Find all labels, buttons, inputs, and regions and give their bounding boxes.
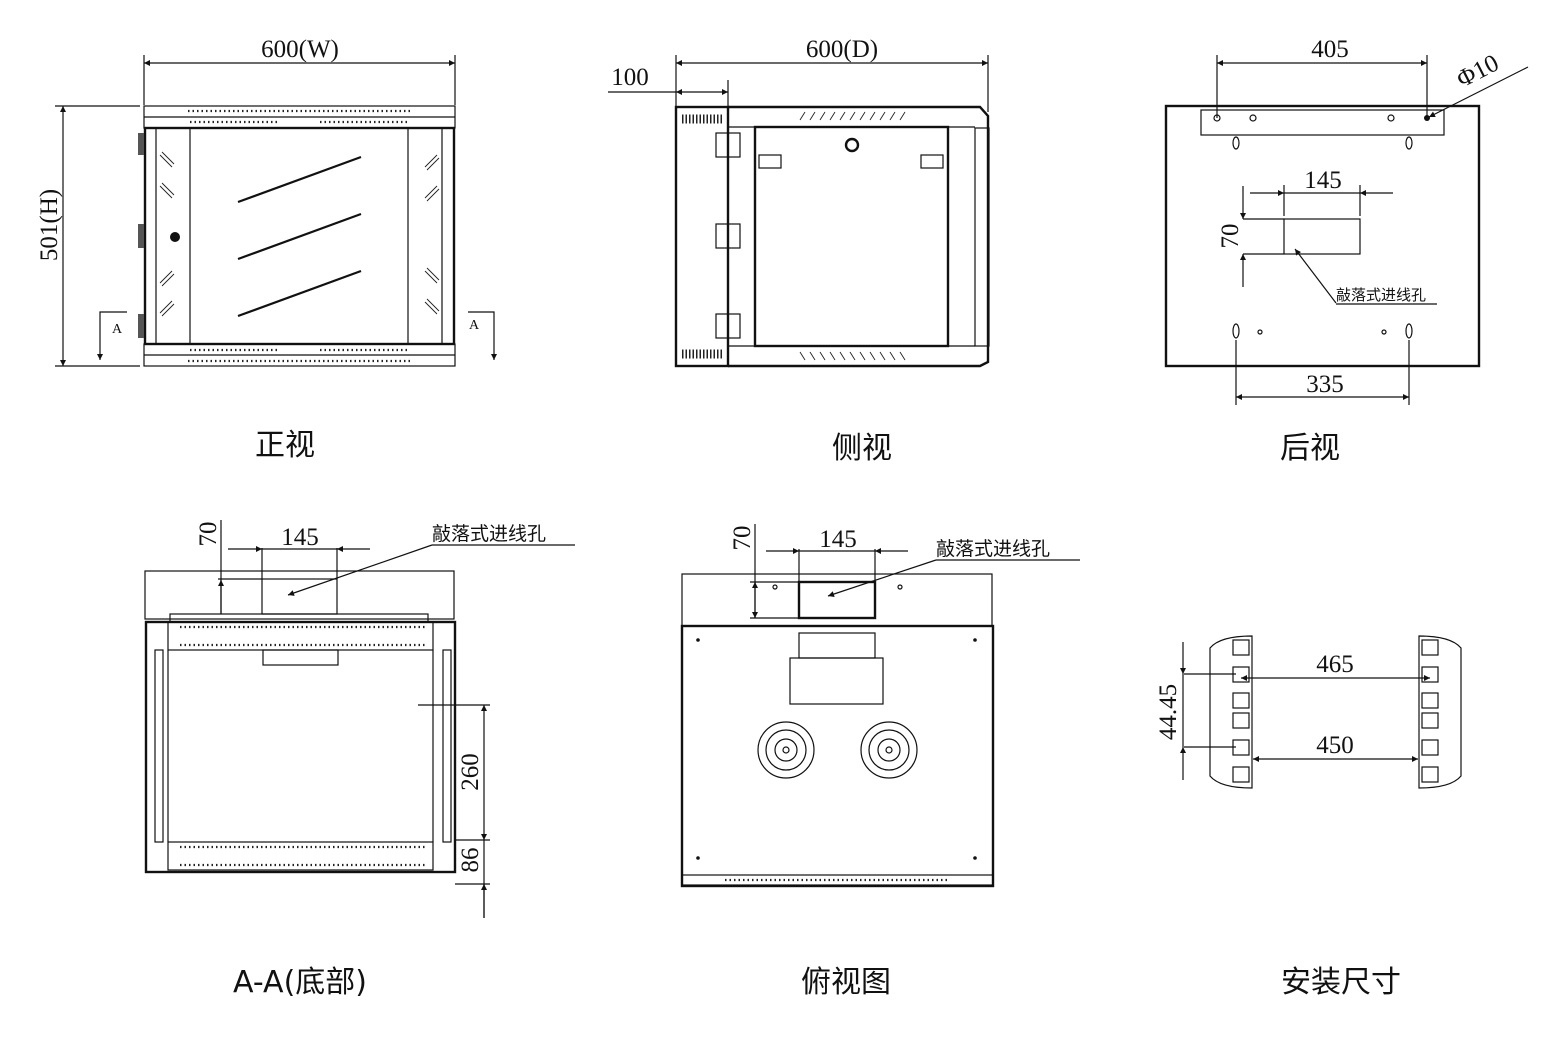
bottom-section-view: 145 70 敲落式进线孔 260 86 (144, 520, 575, 918)
hinge (715, 223, 741, 249)
wall-bracket (674, 105, 730, 368)
bottom-span-dim-label: 335 (1306, 371, 1344, 398)
top-view: 145 70 敲落式进线孔 (680, 524, 1080, 888)
top-cutout-note: 敲落式进线孔 (936, 538, 1050, 560)
bottom-frame (144, 620, 457, 874)
caption-side-view: 侧视 (832, 431, 892, 466)
edge-dim-label: 86 (457, 848, 484, 873)
section-marker-right: A (469, 318, 480, 333)
hinge (138, 133, 144, 155)
caption-mounting: 安装尺寸 (1281, 965, 1401, 1000)
top-panel (680, 624, 995, 888)
hole-diameter-label: Φ10 (1452, 50, 1503, 94)
rear-panel (1164, 104, 1481, 368)
hinge (138, 314, 144, 338)
caption-front-view: 正视 (255, 428, 315, 463)
caption-bottom-section: A-A(底部) (233, 965, 367, 1000)
side-lock-icon (844, 137, 860, 153)
rail-square-holes (1232, 639, 1439, 783)
rear-view: 405 Φ10 145 70 敲落式进线孔 335 (1164, 36, 1529, 405)
fan-grille-icon (757, 721, 815, 779)
hinge (138, 224, 144, 248)
rail-dim-label: 260 (457, 753, 484, 791)
mount-span-dim-label: 405 (1311, 36, 1349, 63)
top-cutout (797, 580, 877, 620)
hinge (715, 313, 741, 339)
section-marker-left: A (112, 322, 123, 337)
door-lock-icon (170, 232, 180, 242)
outer-span-label: 465 (1316, 651, 1354, 678)
rear-cutout-width-label: 145 (1304, 167, 1342, 194)
hinge (715, 132, 741, 158)
glass-reflection-lines (237, 155, 362, 318)
side-vent-slots (799, 111, 906, 361)
mounting-view: 44.45 465 450 (1155, 635, 1462, 789)
wall-mount-bracket (1200, 109, 1445, 136)
latch (758, 154, 782, 169)
bottom-cutout-height-label: 70 (195, 522, 222, 547)
top-cutout-height-label: 70 (729, 526, 756, 551)
cabinet-body (728, 105, 990, 368)
hole-pitch-label: 44.45 (1155, 684, 1182, 740)
cable-plate (789, 657, 884, 705)
inner-span-label: 450 (1316, 732, 1354, 759)
left-rail (1209, 635, 1253, 789)
front-view: 600(W) 501(H) (36, 36, 497, 367)
section-arrow-left (97, 311, 127, 360)
hole-leader-line (1428, 66, 1529, 118)
depth-dim-label: 600(D) (806, 36, 878, 63)
door-vent-slots (159, 151, 440, 317)
caption-rear-view: 后视 (1280, 431, 1340, 466)
fan-grille-icon (860, 721, 918, 779)
side-panel (753, 125, 950, 348)
cutout-knockout (1283, 218, 1361, 255)
rear-cutout-note: 敲落式进线孔 (1336, 286, 1426, 304)
latch (920, 154, 944, 169)
rear-cutout-height-label: 70 (1217, 224, 1244, 249)
height-dim-label: 501(H) (36, 189, 63, 261)
bottom-cutout-note: 敲落式进线孔 (432, 523, 546, 545)
top-cutout-width-label: 145 (819, 526, 857, 553)
bottom-cutout-width-label: 145 (281, 524, 319, 551)
side-view: 600(D) 100 (608, 36, 990, 368)
caption-top-view: 俯视图 (801, 965, 891, 1000)
right-rail (1418, 635, 1462, 789)
offset-dim-label: 100 (611, 64, 649, 91)
bottom-cutout (261, 578, 338, 615)
width-dim-label: 600(W) (261, 36, 339, 63)
section-arrow-right (468, 311, 497, 360)
